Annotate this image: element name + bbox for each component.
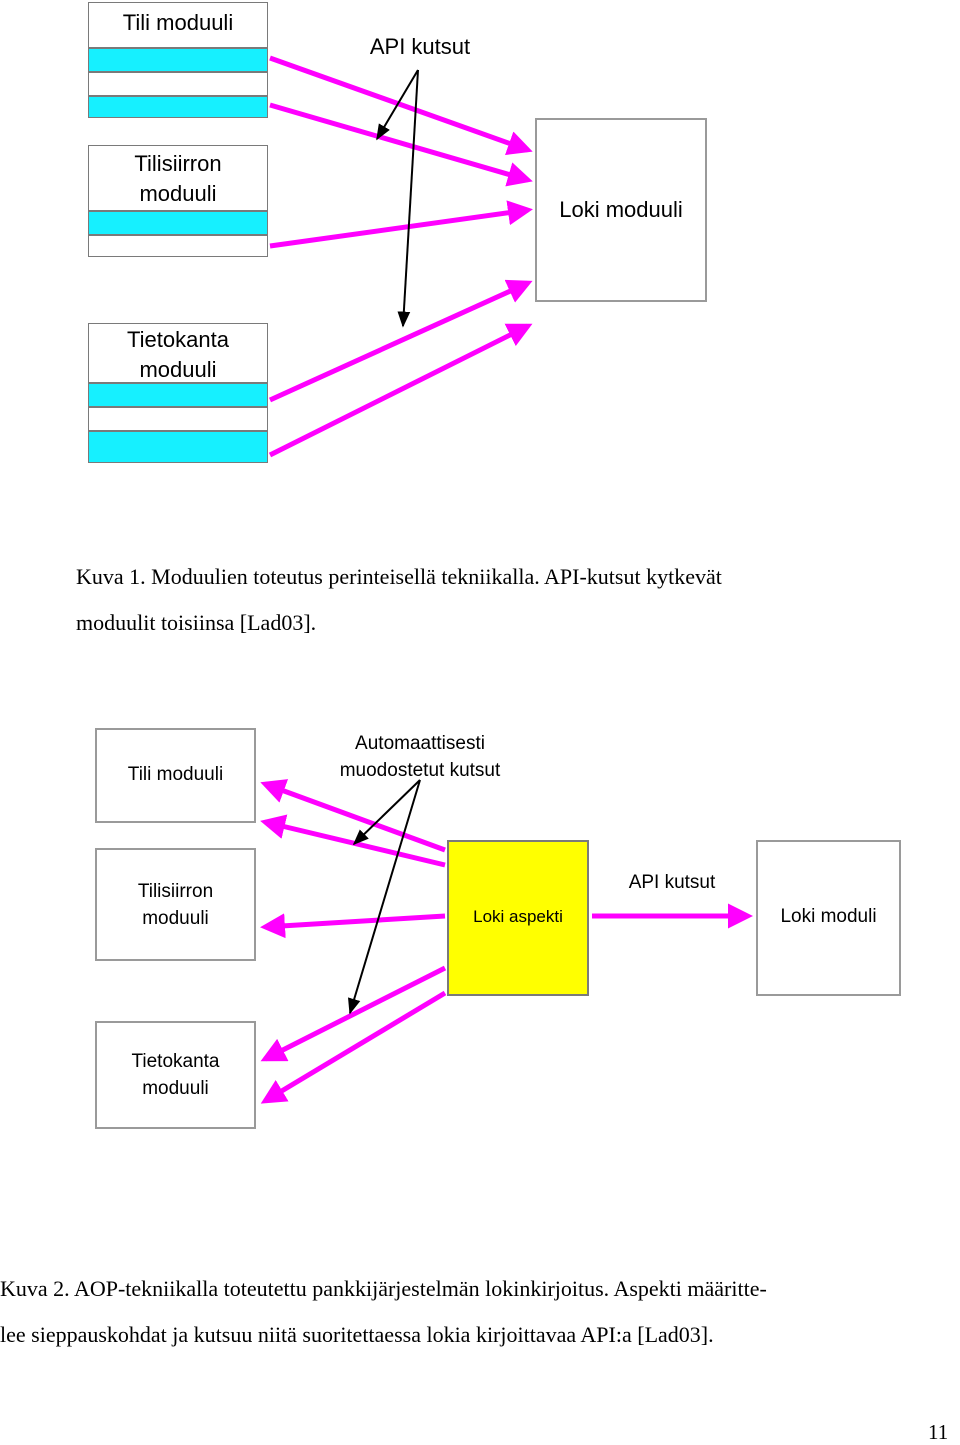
arrow-aspect-to-tili — [260, 779, 446, 853]
tili-module-box-2 — [95, 728, 256, 823]
tili-module-header — [88, 2, 268, 48]
loki-module-box-2 — [756, 840, 901, 996]
tietokanta-2-line2: moduuli — [142, 1078, 209, 1099]
figure-2-caption-line2: lee sieppauskohdat ja kutsuu niitä suori… — [0, 1322, 714, 1347]
auto-calls-label: Automaattisesti muodostetut kutsut — [300, 730, 540, 784]
tietokanta-2-line1: Tietokanta — [131, 1051, 220, 1072]
figure-1-caption-line1: Kuva 1. Moduulien toteutus perinteisellä… — [76, 564, 722, 589]
auto-calls-line1: Automaattisesti — [355, 733, 485, 754]
tietokanta-module-stripe — [88, 431, 268, 463]
arrow-tili-to-loki — [269, 55, 533, 156]
tietokanta-module-box-2 — [95, 1021, 256, 1129]
tilisiirron-module-stripe — [88, 211, 268, 235]
tilisiirron-module-row — [88, 235, 268, 257]
loki-module-box — [535, 118, 707, 302]
tilisiirron-2-line2: moduuli — [142, 908, 209, 929]
tilisiirron-module-label: Tilisiirron moduuli — [88, 149, 268, 209]
tietokanta-module-row — [88, 407, 268, 431]
pointer-to-arrow-1 — [376, 69, 419, 141]
pointer-auto-1 — [352, 779, 421, 846]
tili-module-label: Tili moduuli — [122, 10, 234, 35]
tilisiirron-label-line1: Tilisiirron — [134, 151, 222, 176]
tili-module-stripe — [88, 96, 268, 118]
figure-1-caption-line2: moduulit toisiinsa [Lad03]. — [76, 610, 317, 635]
pointer-auto-2 — [348, 779, 421, 1015]
loki-module-label: Loki moduuli — [559, 197, 683, 222]
api-calls-label-2: API kutsut — [628, 872, 716, 893]
pointer-to-arrow-2 — [397, 69, 419, 328]
tilisiirron-module-header — [88, 145, 268, 211]
tili-module-stripe — [88, 48, 268, 72]
tietokanta-label-line2: moduuli — [139, 357, 217, 382]
tilisiirron-label-line2: moduuli — [139, 181, 217, 206]
api-calls-label: API kutsut — [369, 34, 471, 59]
tili-module-label-2: Tili moduuli — [127, 764, 224, 785]
tilisiirron-module-box-2 — [95, 848, 256, 961]
figure-2-caption-line1: Kuva 2. AOP-tekniikalla toteutettu pankk… — [0, 1276, 767, 1301]
arrow-aspect-to-tietokanta-2 — [260, 990, 447, 1104]
arrow-tietokanta-to-loki-2 — [268, 323, 533, 458]
page-number: 11 — [928, 1420, 949, 1444]
arrow-aspect-to-tilisiirron — [260, 913, 446, 939]
arrow-tilisiirron-to-loki — [269, 200, 533, 249]
tietokanta-label-line1: Tietokanta — [127, 327, 229, 352]
arrow-tili-to-loki-2 — [269, 102, 533, 187]
tilisiirron-2-line1: Tilisiirron — [137, 881, 214, 902]
loki-aspect-label: Loki aspekti — [473, 907, 563, 926]
loki-module-label-2: Loki moduli — [780, 906, 877, 927]
tietokanta-module-stripe — [88, 383, 268, 407]
tietokanta-module-header — [88, 323, 268, 383]
tietokanta-module-label: Tietokanta moduuli — [88, 325, 268, 385]
tili-module-row — [88, 72, 268, 96]
loki-aspect-box — [447, 840, 589, 996]
arrow-tietokanta-to-loki — [268, 279, 533, 403]
auto-calls-line2: muodostetut kutsut — [339, 760, 501, 781]
tilisiirron-module-label-2: Tilisiirron moduuli — [95, 878, 256, 932]
tietokanta-module-label-2: Tietokanta moduuli — [95, 1048, 256, 1102]
